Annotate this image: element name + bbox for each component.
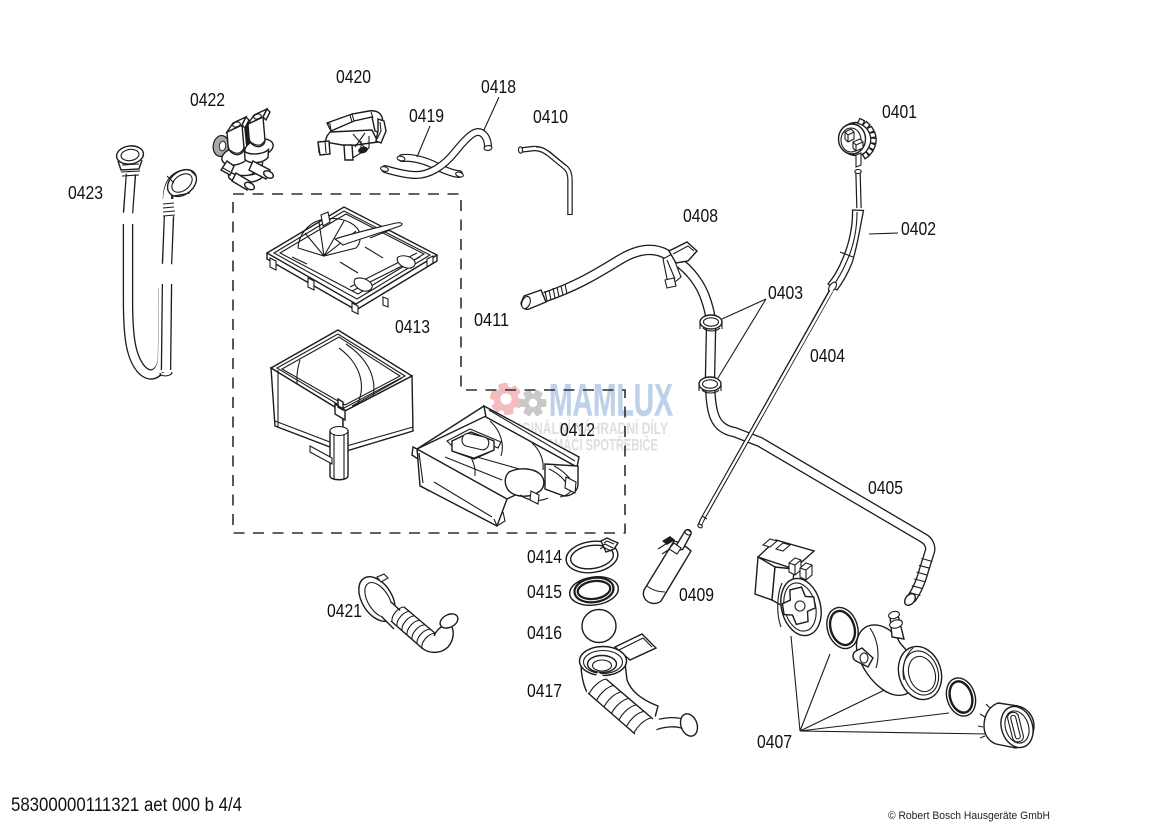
svg-text:0410: 0410 [533,106,568,127]
svg-text:MAMLUX: MAMLUX [549,375,673,426]
svg-text:0404: 0404 [810,345,845,366]
svg-text:ORIGINÁLNÍ NÁHRADNÍ DÍLY: ORIGINÁLNÍ NÁHRADNÍ DÍLY [500,419,668,438]
svg-text:0412: 0412 [560,419,595,440]
svg-text:58300000111321 aet 000 b 4/4: 58300000111321 aet 000 b 4/4 [11,795,242,816]
svg-text:0402: 0402 [901,218,936,239]
svg-text:0419: 0419 [409,105,444,126]
svg-text:0401: 0401 [882,101,917,122]
svg-text:0416: 0416 [527,622,562,643]
svg-text:0420: 0420 [336,66,371,87]
svg-text:0411: 0411 [474,309,509,330]
svg-text:0405: 0405 [868,477,903,498]
svg-text:0417: 0417 [527,680,562,701]
svg-text:0403: 0403 [768,282,803,303]
svg-text:0422: 0422 [190,89,225,110]
svg-text:0418: 0418 [481,76,516,97]
svg-text:0421: 0421 [327,600,362,621]
svg-text:0423: 0423 [68,182,103,203]
svg-text:0413: 0413 [395,316,430,337]
svg-text:0415: 0415 [527,581,562,602]
svg-text:0414: 0414 [527,546,562,567]
svg-text:0407: 0407 [757,731,792,752]
svg-text:© Robert Bosch Hausgeräte GmbH: © Robert Bosch Hausgeräte GmbH [888,810,1050,822]
svg-text:0408: 0408 [683,205,718,226]
svg-text:0409: 0409 [679,584,714,605]
